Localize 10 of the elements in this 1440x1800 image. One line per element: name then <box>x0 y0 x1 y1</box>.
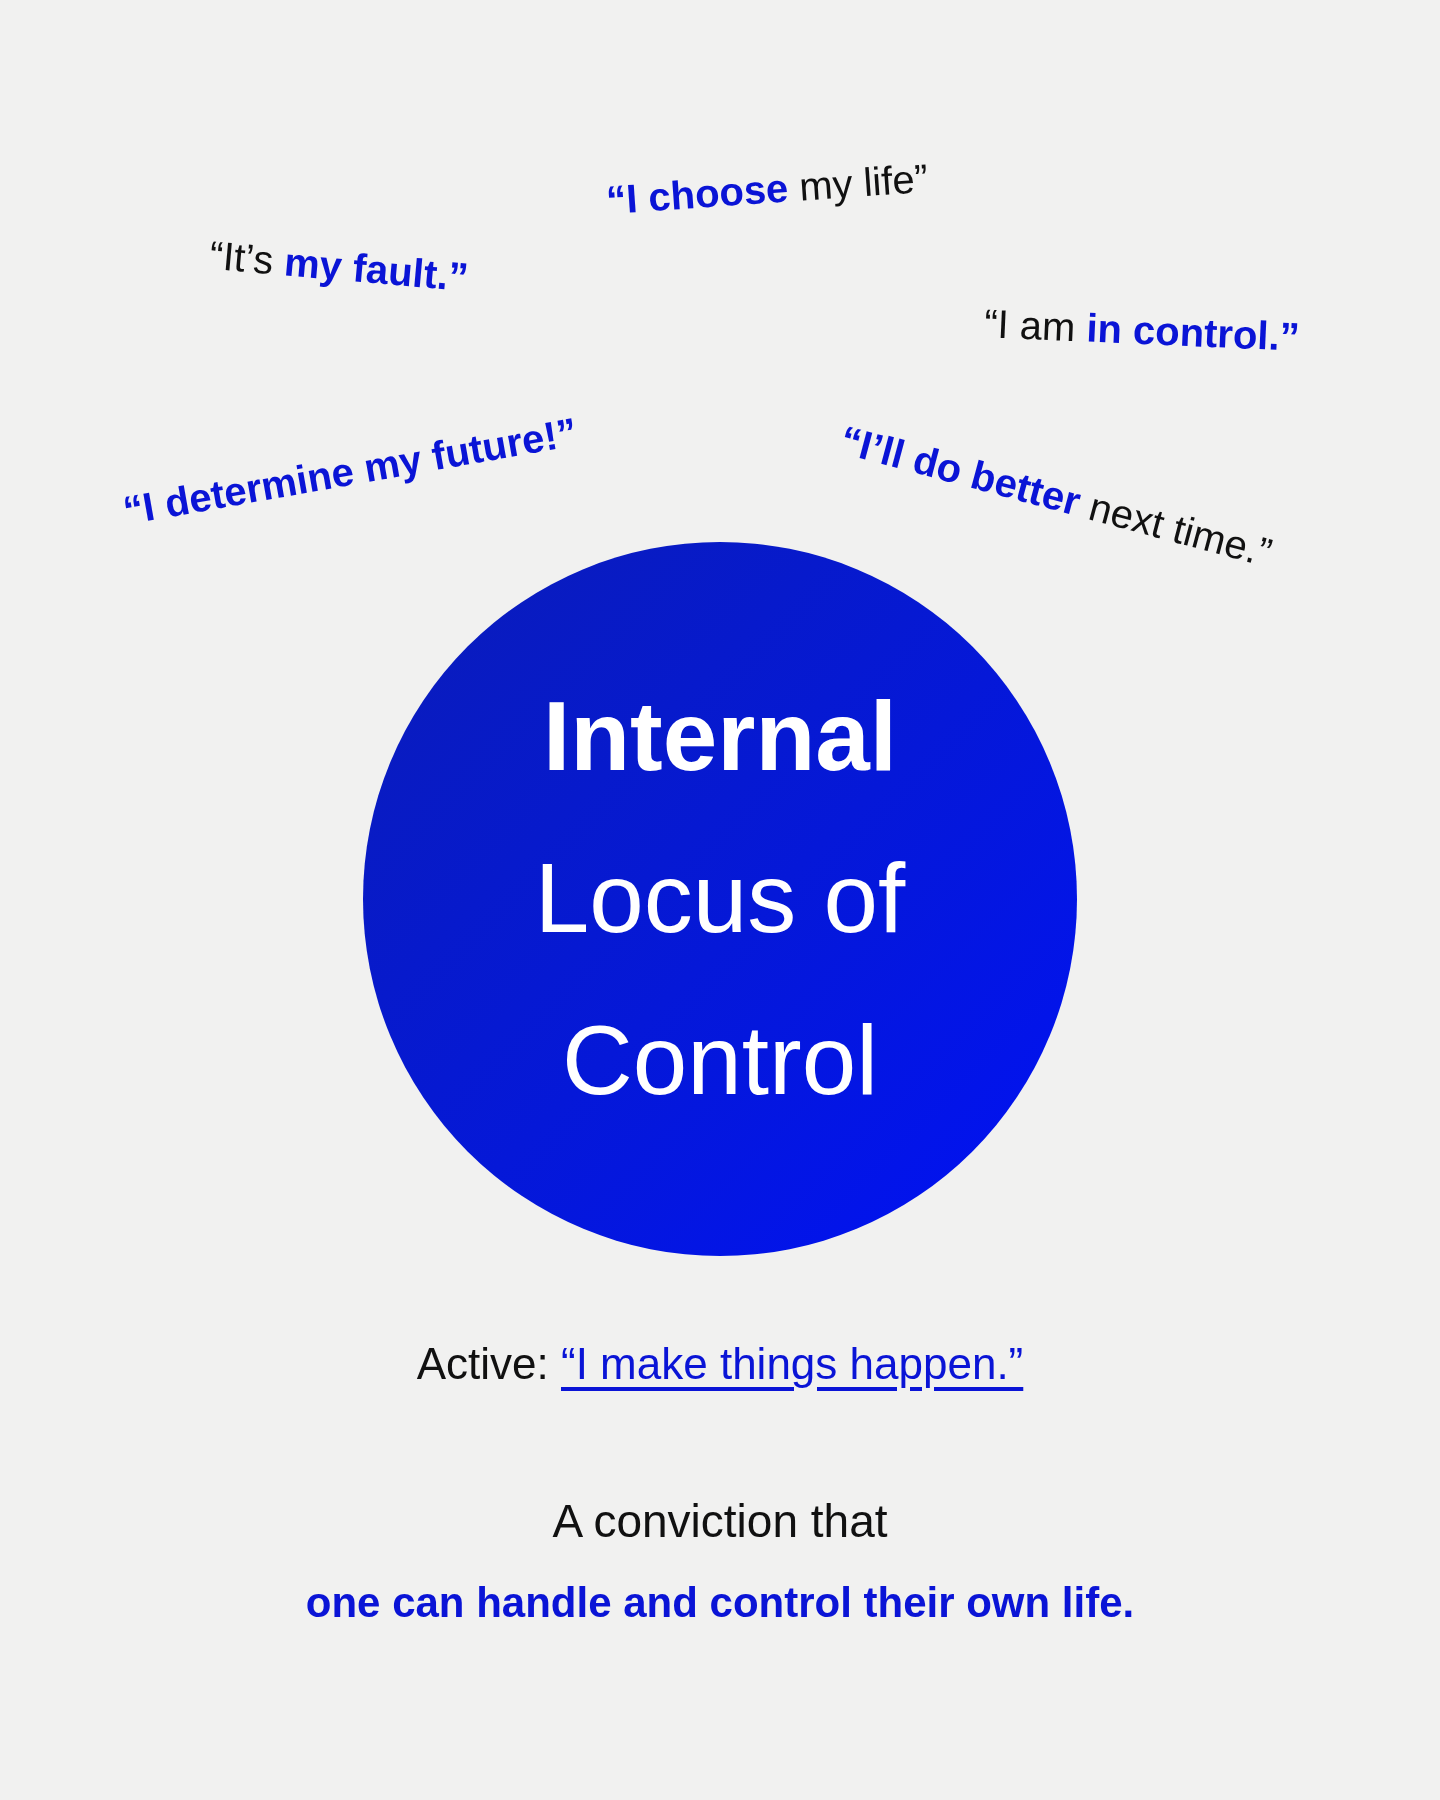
quote-text: “I determine my future!” <box>118 408 582 535</box>
circle-title: Locus of Control <box>533 842 907 1117</box>
quote-text: “It’s my fault.” <box>207 231 471 302</box>
quote-text: A conviction that <box>552 1493 888 1549</box>
quote-text: “I choose my life” <box>604 154 930 225</box>
circle-title: Internal <box>543 680 897 794</box>
quote-text: Active: “I make things happen.” <box>416 1338 1024 1390</box>
quote-text: one can handle and control their own life. <box>305 1577 1135 1628</box>
quote-text: “I am in control.” <box>983 300 1301 361</box>
quote-text: “I’ll do better next time.” <box>834 416 1278 577</box>
